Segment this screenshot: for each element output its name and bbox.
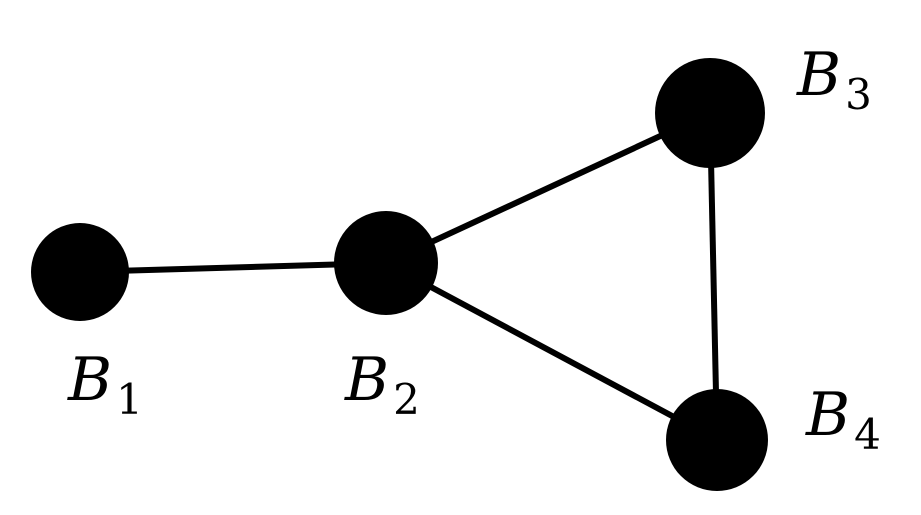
node-label-base: B [344,345,389,415]
node-label-base: B [67,345,112,415]
node-label-b4: B4 [805,380,881,459]
edge-b2-b3 [384,110,712,266]
nodes-layer [31,58,768,491]
node-label-base: B [805,380,850,450]
node-label-b2: B2 [344,345,420,424]
node-label-base: B [796,40,841,110]
node-b1 [31,223,129,321]
node-label-subscript: 3 [845,70,872,119]
node-label-subscript: 2 [393,375,420,424]
node-label-subscript: 4 [854,410,881,459]
node-b2 [334,211,438,315]
node-label-b1: B1 [67,345,143,424]
node-label-subscript: 1 [116,375,143,424]
edge-b2-b4 [384,260,719,443]
node-b3 [655,58,765,168]
node-label-b3: B3 [796,40,872,119]
node-b4 [666,389,768,491]
